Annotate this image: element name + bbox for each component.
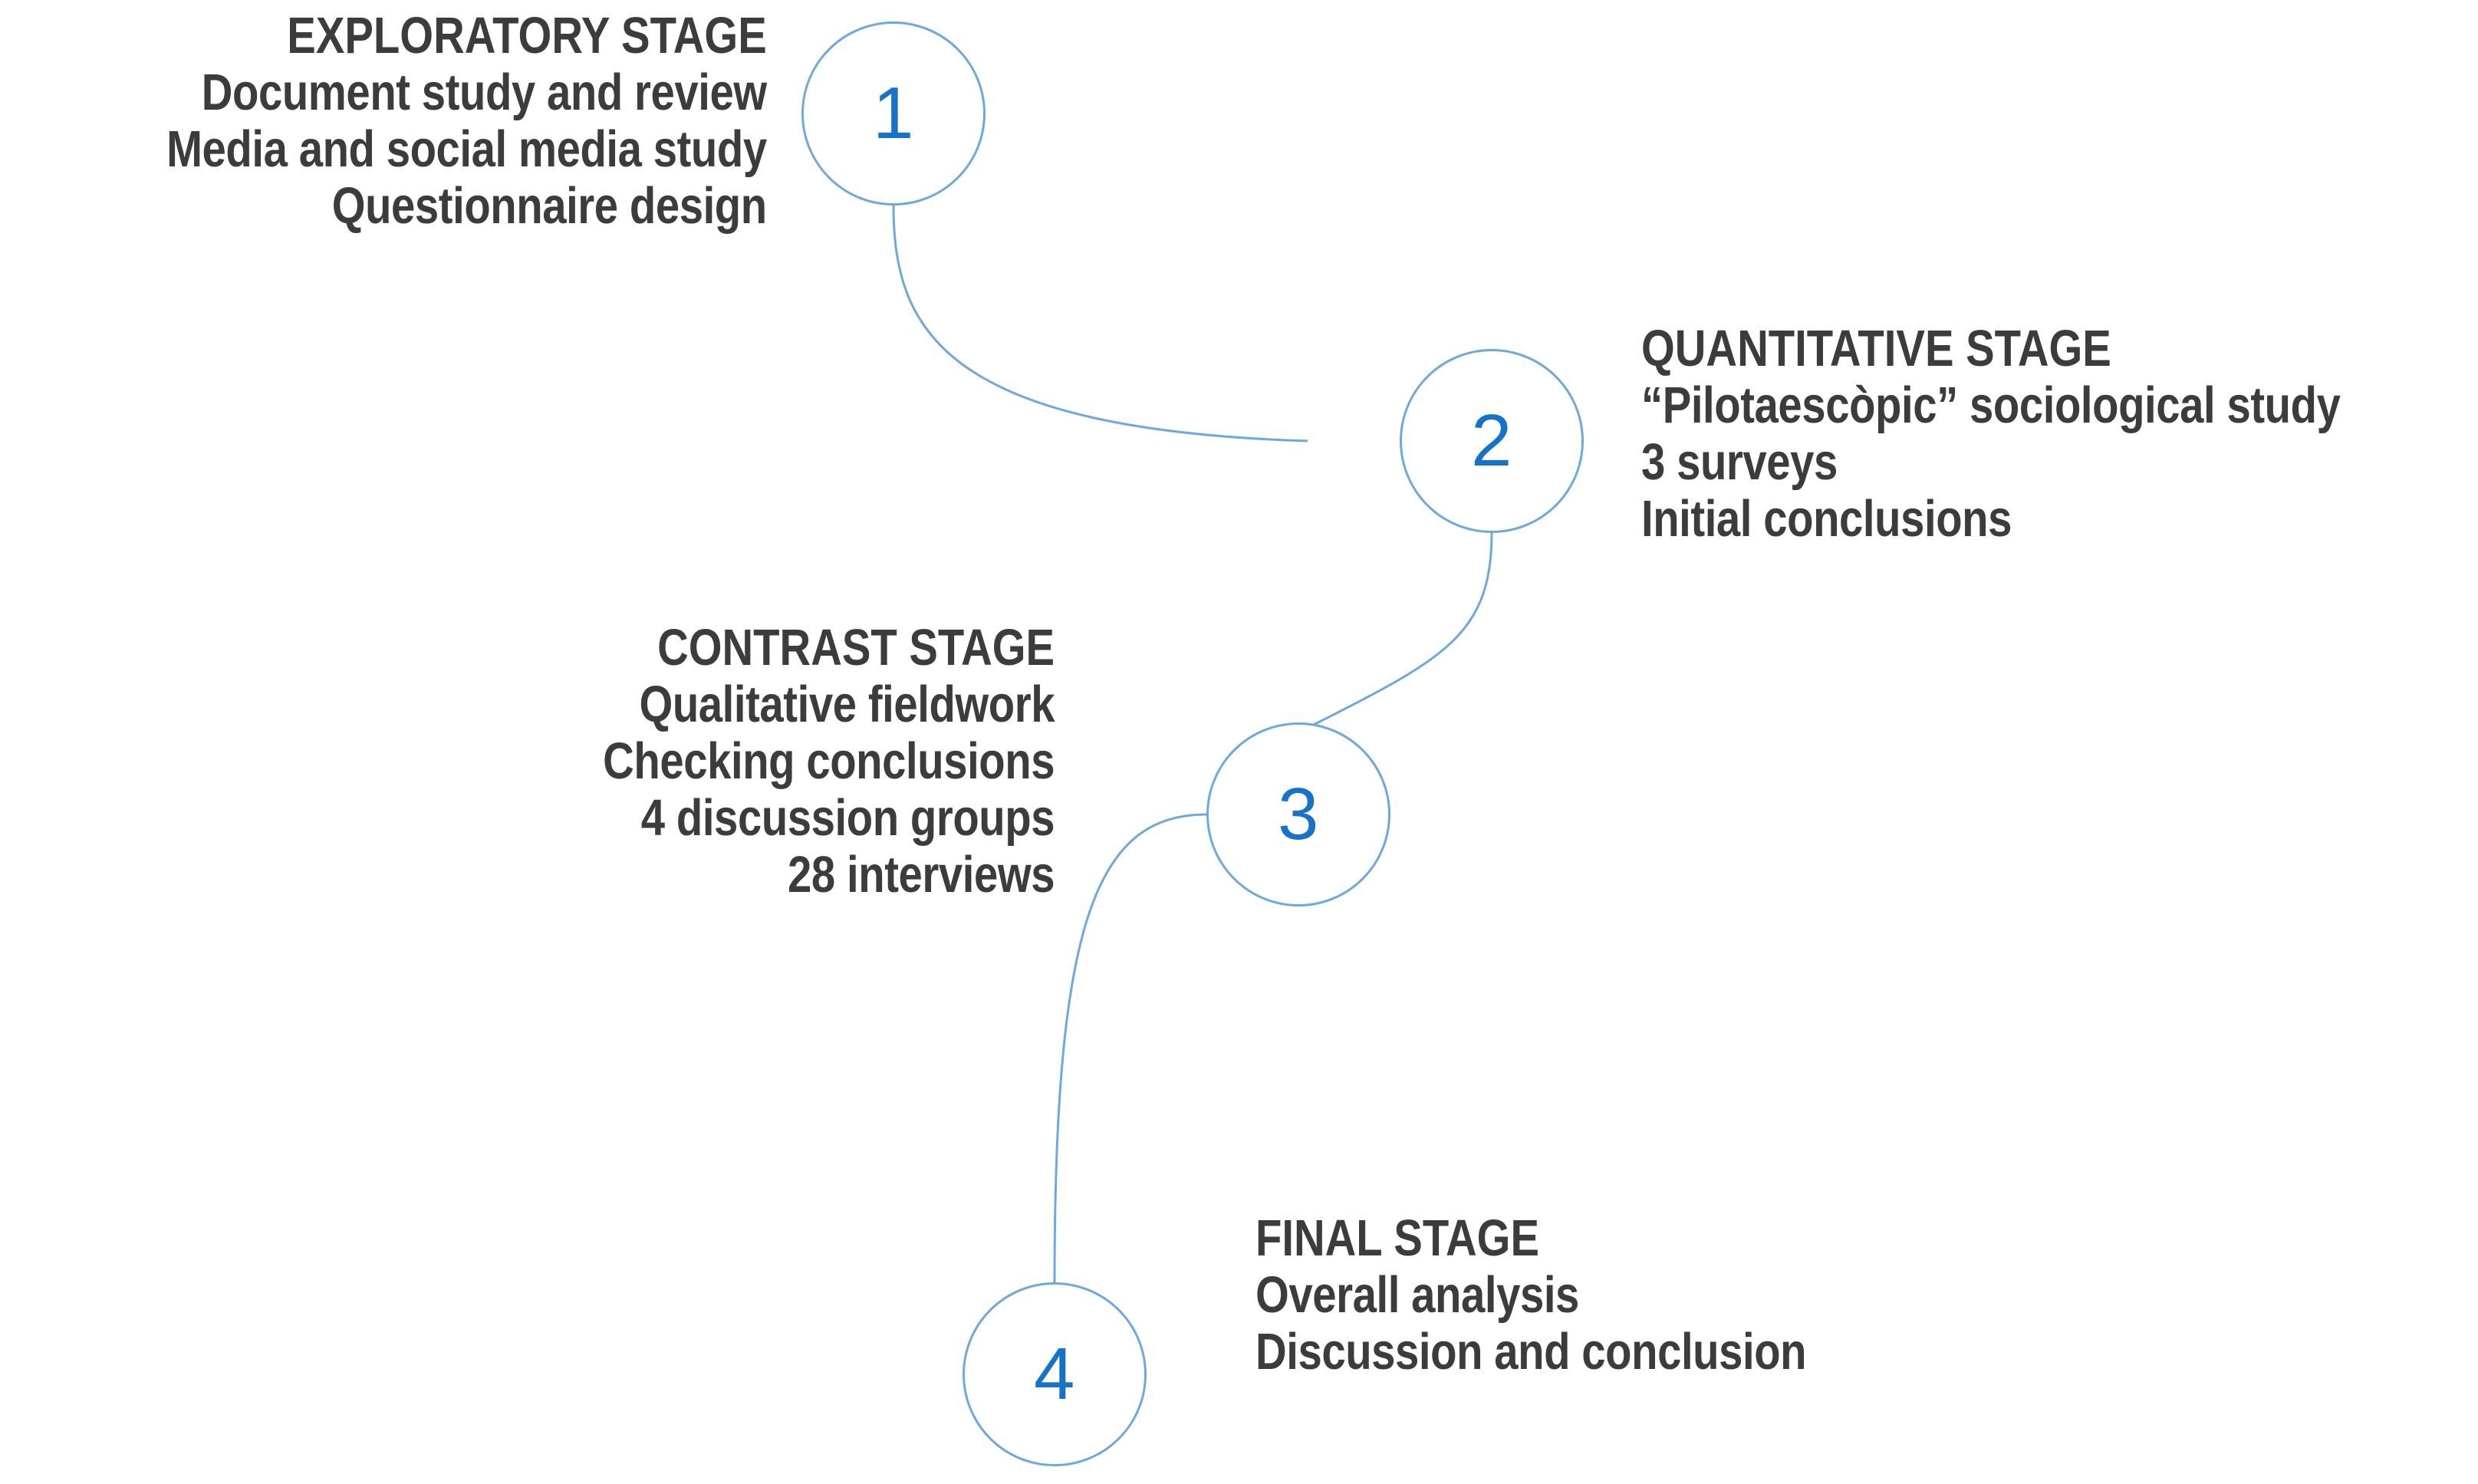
stage-line: 28 interviews [787,846,1055,903]
stage-heading-quantitative: QUANTITATIVE STAGE [1641,320,2111,377]
stage-text-contrast: CONTRAST STAGE Qualitative fieldwork Che… [603,620,1055,903]
stage-line: Qualitative fieldwork [639,676,1055,733]
stage-node-number: 1 [873,72,914,154]
stage-heading-final: FINAL STAGE [1255,1209,1540,1267]
stage-text-quantitative: QUANTITATIVE STAGE “Pilotaescòpic” socio… [1641,320,2341,548]
stage-line: Initial conclusions [1641,490,2012,548]
stage-node-number: 2 [1471,400,1512,482]
connector-2-to-3 [1308,532,1493,729]
stage-heading-exploratory: EXPLORATORY STAGE [287,7,767,64]
stage-text-final: FINAL STAGE Overall analysis Discussion … [1255,1209,1807,1380]
stage-text-exploratory: EXPLORATORY STAGE Document study and rev… [166,8,767,235]
stage-heading-contrast: CONTRAST STAGE [657,619,1055,676]
stage-node-3[interactable]: 3 [1206,722,1390,907]
stage-node-number: 4 [1034,1333,1075,1415]
connector-3-to-4 [1053,813,1207,1283]
connector-1-to-2 [892,205,1308,443]
stage-line: Overall analysis [1255,1266,1579,1324]
stage-node-4[interactable]: 4 [963,1282,1147,1466]
stage-line: 3 surveys [1641,433,1838,491]
stage-line: 4 discussion groups [640,789,1055,847]
stage-line: Questionnaire design [331,177,767,235]
stage-node-number: 3 [1278,773,1319,855]
stage-line: “Pilotaescòpic” sociological study [1641,377,2341,434]
stage-line: Document study and review [202,64,768,121]
stage-node-1[interactable]: 1 [801,21,986,206]
stage-line: Discussion and conclusion [1255,1323,1807,1380]
stage-line: Checking conclusions [603,732,1055,790]
stage-line: Media and social media study [166,120,767,178]
stage-node-2[interactable]: 2 [1400,349,1584,533]
